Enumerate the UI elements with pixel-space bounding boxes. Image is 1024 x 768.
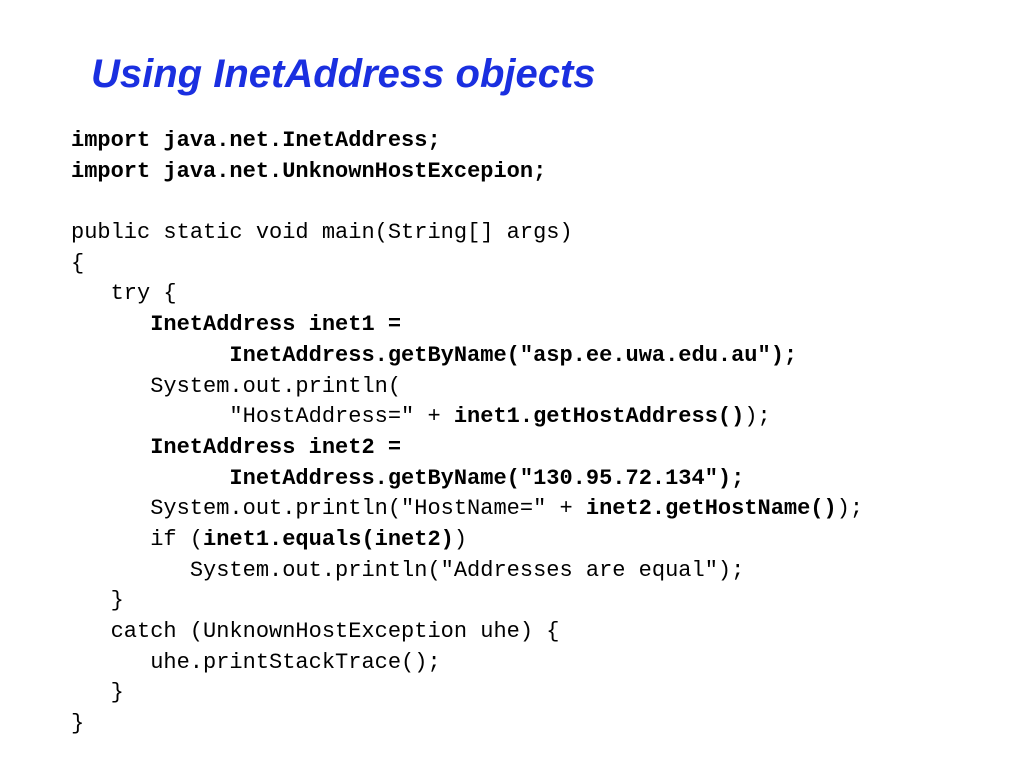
code-segment-bold: InetAddress inet2 = bbox=[150, 434, 402, 460]
code-segment: if ( bbox=[150, 526, 204, 552]
code-segment-bold: inet1.equals(inet2) bbox=[203, 526, 454, 552]
code-line: System.out.println( bbox=[71, 372, 863, 403]
code-line bbox=[71, 187, 863, 218]
code-line: } bbox=[71, 678, 863, 709]
code-line: } bbox=[71, 586, 863, 617]
code-segment-bold: InetAddress.getByName("130.95.72.134"); bbox=[229, 465, 745, 491]
code-segment: } bbox=[110, 680, 124, 706]
code-segment: ) bbox=[453, 526, 468, 552]
code-segment: { bbox=[71, 250, 85, 276]
code-line: System.out.println("HostName=" + inet2.g… bbox=[71, 494, 863, 525]
code-segment: } bbox=[110, 588, 124, 614]
code-segment: public static void main(String[] args) bbox=[71, 220, 573, 246]
code-line: catch (UnknownHostException uhe) { bbox=[71, 617, 863, 648]
code-line: { bbox=[71, 249, 863, 280]
code-segment: uhe.printStackTrace(); bbox=[150, 649, 441, 675]
code-block: import java.net.InetAddress; import java.… bbox=[71, 126, 863, 740]
code-segment: System.out.println("Addresses are equal"… bbox=[189, 557, 745, 583]
code-segment: } bbox=[71, 711, 85, 737]
code-segment: catch (UnknownHostException uhe) { bbox=[110, 619, 560, 644]
code-line: InetAddress inet1 = bbox=[71, 310, 863, 341]
code-line: if (inet1.equals(inet2)) bbox=[71, 525, 863, 556]
code-line: import java.net.InetAddress; bbox=[71, 126, 863, 157]
code-line: } bbox=[71, 709, 863, 740]
code-line: System.out.println("Addresses are equal"… bbox=[71, 556, 863, 587]
code-segment-bold: import java.net.UnknownHostExcepion; bbox=[71, 158, 547, 184]
code-line: uhe.printStackTrace(); bbox=[71, 648, 863, 679]
code-segment: "HostAddress=" + bbox=[229, 404, 454, 430]
code-line: import java.net.UnknownHostExcepion; bbox=[71, 157, 863, 188]
code-segment-bold: inet1.getHostAddress() bbox=[453, 404, 745, 430]
code-line: "HostAddress=" + inet1.getHostAddress())… bbox=[71, 402, 863, 433]
code-segment-bold: inet2.getHostName() bbox=[585, 496, 837, 522]
code-line: InetAddress.getByName("asp.ee.uwa.edu.au… bbox=[71, 341, 863, 372]
code-segment: ); bbox=[744, 404, 771, 430]
code-segment-bold: InetAddress inet1 = bbox=[150, 312, 402, 338]
code-segment-bold: InetAddress.getByName("asp.ee.uwa.edu.au… bbox=[229, 342, 798, 368]
code-line: InetAddress.getByName("130.95.72.134"); bbox=[71, 464, 863, 495]
code-segment-bold: import java.net.InetAddress; bbox=[71, 128, 441, 153]
code-segment: try { bbox=[110, 281, 177, 307]
code-segment: System.out.println("HostName=" + bbox=[150, 496, 586, 522]
code-line: InetAddress inet2 = bbox=[71, 433, 863, 464]
code-segment: ); bbox=[836, 496, 864, 522]
slide-title: Using InetAddress objects bbox=[91, 52, 596, 96]
code-line: try { bbox=[71, 279, 863, 310]
code-segment: System.out.println( bbox=[150, 373, 402, 399]
code-line: public static void main(String[] args) bbox=[71, 218, 863, 249]
